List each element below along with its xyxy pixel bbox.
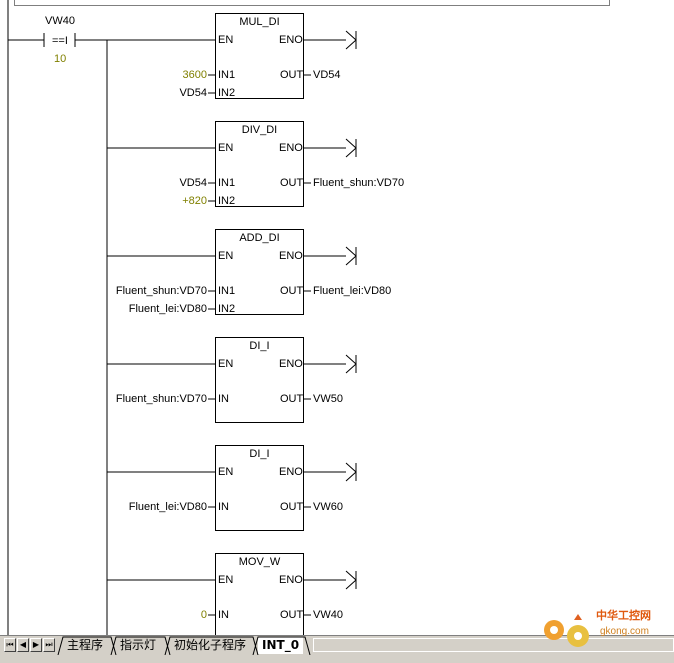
en-pin-label: EN bbox=[218, 574, 234, 586]
in-pin-label: IN bbox=[218, 609, 229, 621]
in2-pin-label: IN2 bbox=[218, 303, 236, 315]
next-tab-button[interactable]: ▶ bbox=[30, 638, 42, 652]
out-operand: VW50 bbox=[313, 393, 343, 405]
function-box-mov-w[interactable] bbox=[215, 553, 304, 639]
in1-operand: 3600 bbox=[182, 69, 207, 81]
in2-operand: +820 bbox=[182, 195, 207, 207]
out-operand: Fluent_lei:VD80 bbox=[313, 285, 392, 297]
contact-operator: ==I bbox=[52, 35, 68, 47]
in2-operand: VD54 bbox=[179, 87, 207, 99]
in2-operand: Fluent_lei:VD80 bbox=[128, 303, 207, 315]
box-title: DIV_DI bbox=[241, 124, 278, 136]
function-box-div-di[interactable] bbox=[215, 121, 304, 207]
contact-address: VW40 bbox=[45, 15, 75, 27]
gear-logo-icon bbox=[544, 614, 589, 647]
rung-5-coil-arrow bbox=[345, 462, 357, 482]
function-box-mul-di[interactable] bbox=[215, 13, 304, 99]
editor-top-frame bbox=[14, 0, 610, 6]
in1-pin-label: IN1 bbox=[218, 69, 236, 81]
watermark-brand: 中华工控网 bbox=[596, 609, 651, 622]
tab-init-subroutine[interactable]: 初始化子程序 bbox=[174, 638, 247, 652]
rung-4-coil-arrow bbox=[345, 354, 357, 374]
in-operand: 0 bbox=[200, 609, 207, 621]
box-title: MUL_DI bbox=[239, 16, 280, 28]
out-operand: VW40 bbox=[313, 609, 343, 621]
gkong-watermark: 中华工控网 gkong.com bbox=[538, 606, 668, 656]
out-operand: Fluent_shun:VD70 bbox=[313, 177, 405, 189]
status-strip bbox=[0, 655, 674, 663]
box-title: DI_I bbox=[249, 448, 270, 460]
first-tab-button[interactable]: ⏮ bbox=[4, 638, 16, 652]
box-title: DI_I bbox=[249, 340, 270, 352]
tab-separators bbox=[57, 636, 311, 656]
rung-3-coil-arrow bbox=[345, 246, 357, 266]
en-pin-label: EN bbox=[218, 34, 234, 46]
in-pin-label: IN bbox=[218, 393, 229, 405]
out-pin-label: OUT bbox=[280, 177, 304, 189]
box-title: ADD_DI bbox=[239, 232, 280, 244]
in1-operand: Fluent_shun:VD70 bbox=[115, 285, 207, 297]
eno-pin-label: ENO bbox=[279, 574, 303, 586]
eno-pin-label: ENO bbox=[279, 250, 303, 262]
in-pin-label: IN bbox=[218, 501, 229, 513]
in-operand: Fluent_lei:VD80 bbox=[128, 501, 207, 513]
rung-2-coil-arrow bbox=[345, 138, 357, 158]
in1-pin-label: IN1 bbox=[218, 285, 236, 297]
function-box-add-di[interactable] bbox=[215, 229, 304, 315]
tab-main-program[interactable]: 主程序 bbox=[67, 638, 104, 652]
in2-pin-label: IN2 bbox=[218, 195, 236, 207]
en-pin-label: EN bbox=[218, 250, 234, 262]
contact-compare-value: 10 bbox=[54, 53, 67, 65]
en-pin-label: EN bbox=[218, 466, 234, 478]
eno-pin-label: ENO bbox=[279, 34, 303, 46]
out-operand: VW60 bbox=[313, 501, 343, 513]
in-operand: Fluent_shun:VD70 bbox=[115, 393, 207, 405]
in2-pin-label: IN2 bbox=[218, 87, 236, 99]
rung-6-coil-arrow bbox=[345, 570, 357, 590]
tab-int-0[interactable]: INT_0 bbox=[258, 637, 304, 654]
out-operand: VD54 bbox=[313, 69, 341, 81]
in1-operand: VD54 bbox=[179, 177, 207, 189]
box-title: MOV_W bbox=[238, 556, 281, 568]
function-box-di-i[interactable] bbox=[215, 445, 304, 531]
out-pin-label: OUT bbox=[280, 393, 304, 405]
rung-1-coil-arrow bbox=[345, 30, 357, 50]
out-pin-label: OUT bbox=[280, 609, 304, 621]
out-pin-label: OUT bbox=[280, 501, 304, 513]
in1-pin-label: IN1 bbox=[218, 177, 236, 189]
watermark-site: gkong.com bbox=[600, 626, 649, 637]
prev-tab-button[interactable]: ◀ bbox=[17, 638, 29, 652]
out-pin-label: OUT bbox=[280, 69, 304, 81]
eno-pin-label: ENO bbox=[279, 142, 303, 154]
eno-pin-label: ENO bbox=[279, 358, 303, 370]
out-pin-label: OUT bbox=[280, 285, 304, 297]
en-pin-label: EN bbox=[218, 358, 234, 370]
en-pin-label: EN bbox=[218, 142, 234, 154]
function-box-di-i[interactable] bbox=[215, 337, 304, 423]
tab-indicator-light[interactable]: 指示灯 bbox=[120, 638, 157, 652]
last-tab-button[interactable]: ⏭ bbox=[43, 638, 55, 652]
eno-pin-label: ENO bbox=[279, 466, 303, 478]
